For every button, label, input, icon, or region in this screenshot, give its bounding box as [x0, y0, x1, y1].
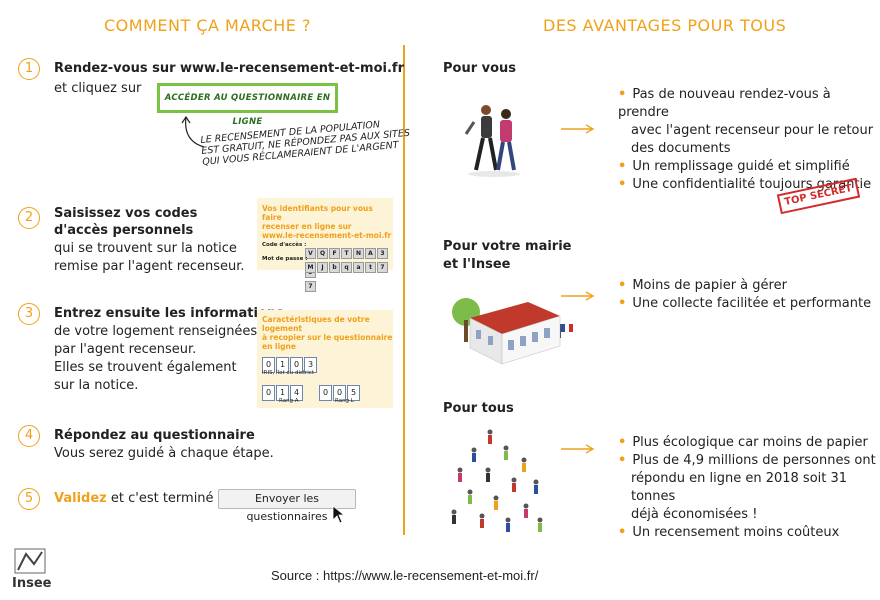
pour-tous-bullet-2b: répondu en ligne en 2018 soit 31 tonnes	[631, 471, 848, 504]
step-2-text-1: qui se trouvent sur la notice	[54, 241, 237, 256]
mairie-bullet-2: •Une collecte facilitée et performante	[618, 296, 872, 311]
credentials-card-title-2: recenser en ligne sur	[262, 222, 352, 231]
housing-card-title-3: en ligne	[262, 342, 296, 351]
insee-logo-icon	[14, 548, 46, 574]
header-comment: COMMENT ÇA MARCHE ?	[104, 16, 311, 35]
housing-card-title-1: Caractéristiques de votre logement	[262, 315, 370, 333]
rang-l-label: Rang L	[335, 398, 354, 404]
step-4-title: Répondez au questionnaire	[54, 428, 255, 443]
arrow-right-icon	[561, 124, 595, 134]
pour-tous-bullet-2c: déjà économisées !	[631, 507, 758, 522]
header-avantages: DES AVANTAGES POUR TOUS	[543, 16, 787, 35]
mairie-bullet-1: •Moins de papier à gérer	[618, 278, 787, 293]
step-5-line: Validez et c'est terminé !	[54, 490, 223, 508]
pour-tous-bullet-3: •Un recensement moins coûteux	[618, 525, 840, 540]
credentials-card-title-3: www.le-recensement-et-moi.fr	[262, 231, 392, 240]
code-label: Code d'accès :	[262, 242, 307, 248]
arrow-right-icon	[561, 444, 595, 454]
crowd-illustration	[451, 429, 543, 532]
step-2-number: 2	[18, 207, 40, 229]
pour-vous-title: Pour vous	[443, 61, 517, 76]
mouse-cursor-icon	[332, 505, 346, 524]
step-3-number: 3	[18, 303, 40, 325]
credentials-card-title-1: Vos identifiants pour vous faire	[262, 204, 373, 222]
step-1-number: 1	[18, 58, 40, 80]
town-hall-illustration	[452, 298, 573, 365]
pour-vous-bullet-2: •Un remplissage guidé et simplifié	[618, 159, 850, 174]
mairie-title-2: et l'Insee	[443, 257, 511, 272]
column-divider	[403, 45, 405, 535]
free-census-note: LE RECENSEMENT DE LA POPULATION EST GRAT…	[200, 117, 411, 168]
mairie-list: •Moins de papier à gérer •Une collecte f…	[618, 277, 871, 313]
step-1-title: Rendez-vous sur www.le-recensement-et-mo…	[54, 61, 404, 76]
step-3-text-1: de votre logement renseignées	[54, 324, 258, 339]
step-2-title-1: Saisissez vos codes	[54, 206, 198, 221]
mairie-title-1: Pour votre mairie	[443, 239, 572, 254]
step-4-number: 4	[18, 425, 40, 447]
iris-label: IRIS, îlot ou district	[262, 370, 314, 376]
access-questionnaire-button[interactable]: ACCÉDER AU QUESTIONNAIRE EN LIGNE	[157, 83, 338, 127]
pour-vous-bullet-3: •Une confidentialité toujours garantie	[618, 177, 872, 192]
pour-vous-list: •Pas de nouveau rendez-vous à prendre av…	[618, 86, 880, 194]
step-3-text-4: sur la notice.	[54, 378, 139, 393]
pour-tous-list: •Plus écologique car moins de papier •Pl…	[618, 434, 880, 542]
password-label: Mot de passe :	[262, 256, 308, 262]
pour-vous-bullet-1b: avec l'agent recenseur pour le retour	[631, 123, 874, 138]
pour-vous-bullet-1: •Pas de nouveau rendez-vous à prendre	[618, 87, 831, 120]
housing-card-title-2: à recopier sur le questionnaire	[262, 333, 393, 342]
step-5-text: et c'est terminé !	[110, 491, 223, 506]
arrow-right-icon	[561, 291, 595, 301]
step-3-text-2: par l'agent recenseur.	[54, 342, 197, 357]
step-5-number: 5	[18, 488, 40, 510]
walking-couple-illustration	[464, 105, 520, 177]
credentials-card: Vos identifiants pour vous faire recense…	[257, 198, 393, 292]
step-2-text-2: remise par l'agent recenseur.	[54, 259, 245, 274]
pour-tous-bullet-1: •Plus écologique car moins de papier	[618, 435, 868, 450]
pour-tous-title: Pour tous	[443, 401, 514, 416]
rang-a-label: Rang A	[279, 398, 299, 404]
step-5-title: Validez	[54, 491, 107, 506]
send-questionnaires-button[interactable]: Envoyer les questionnaires	[218, 489, 356, 523]
step-3-title: Entrez ensuite les informations	[54, 306, 284, 321]
source-caption: Source : https://www.le-recensement-et-m…	[271, 568, 539, 583]
pour-vous-bullet-1c: des documents	[631, 141, 731, 156]
housing-card: Caractéristiques de votre logement à rec…	[257, 310, 393, 408]
pour-tous-bullet-2: •Plus de 4,9 millions de personnes ont	[618, 453, 876, 468]
step-2-title-2: d'accès personnels	[54, 223, 194, 238]
insee-logo-text: Insee	[12, 576, 52, 591]
step-3-text-3: Elles se trouvent également	[54, 360, 237, 375]
step-4-text: Vous serez guidé à chaque étape.	[54, 446, 274, 461]
arrow-curve-icon	[181, 115, 205, 148]
step-1-text: et cliquez sur	[54, 81, 142, 96]
